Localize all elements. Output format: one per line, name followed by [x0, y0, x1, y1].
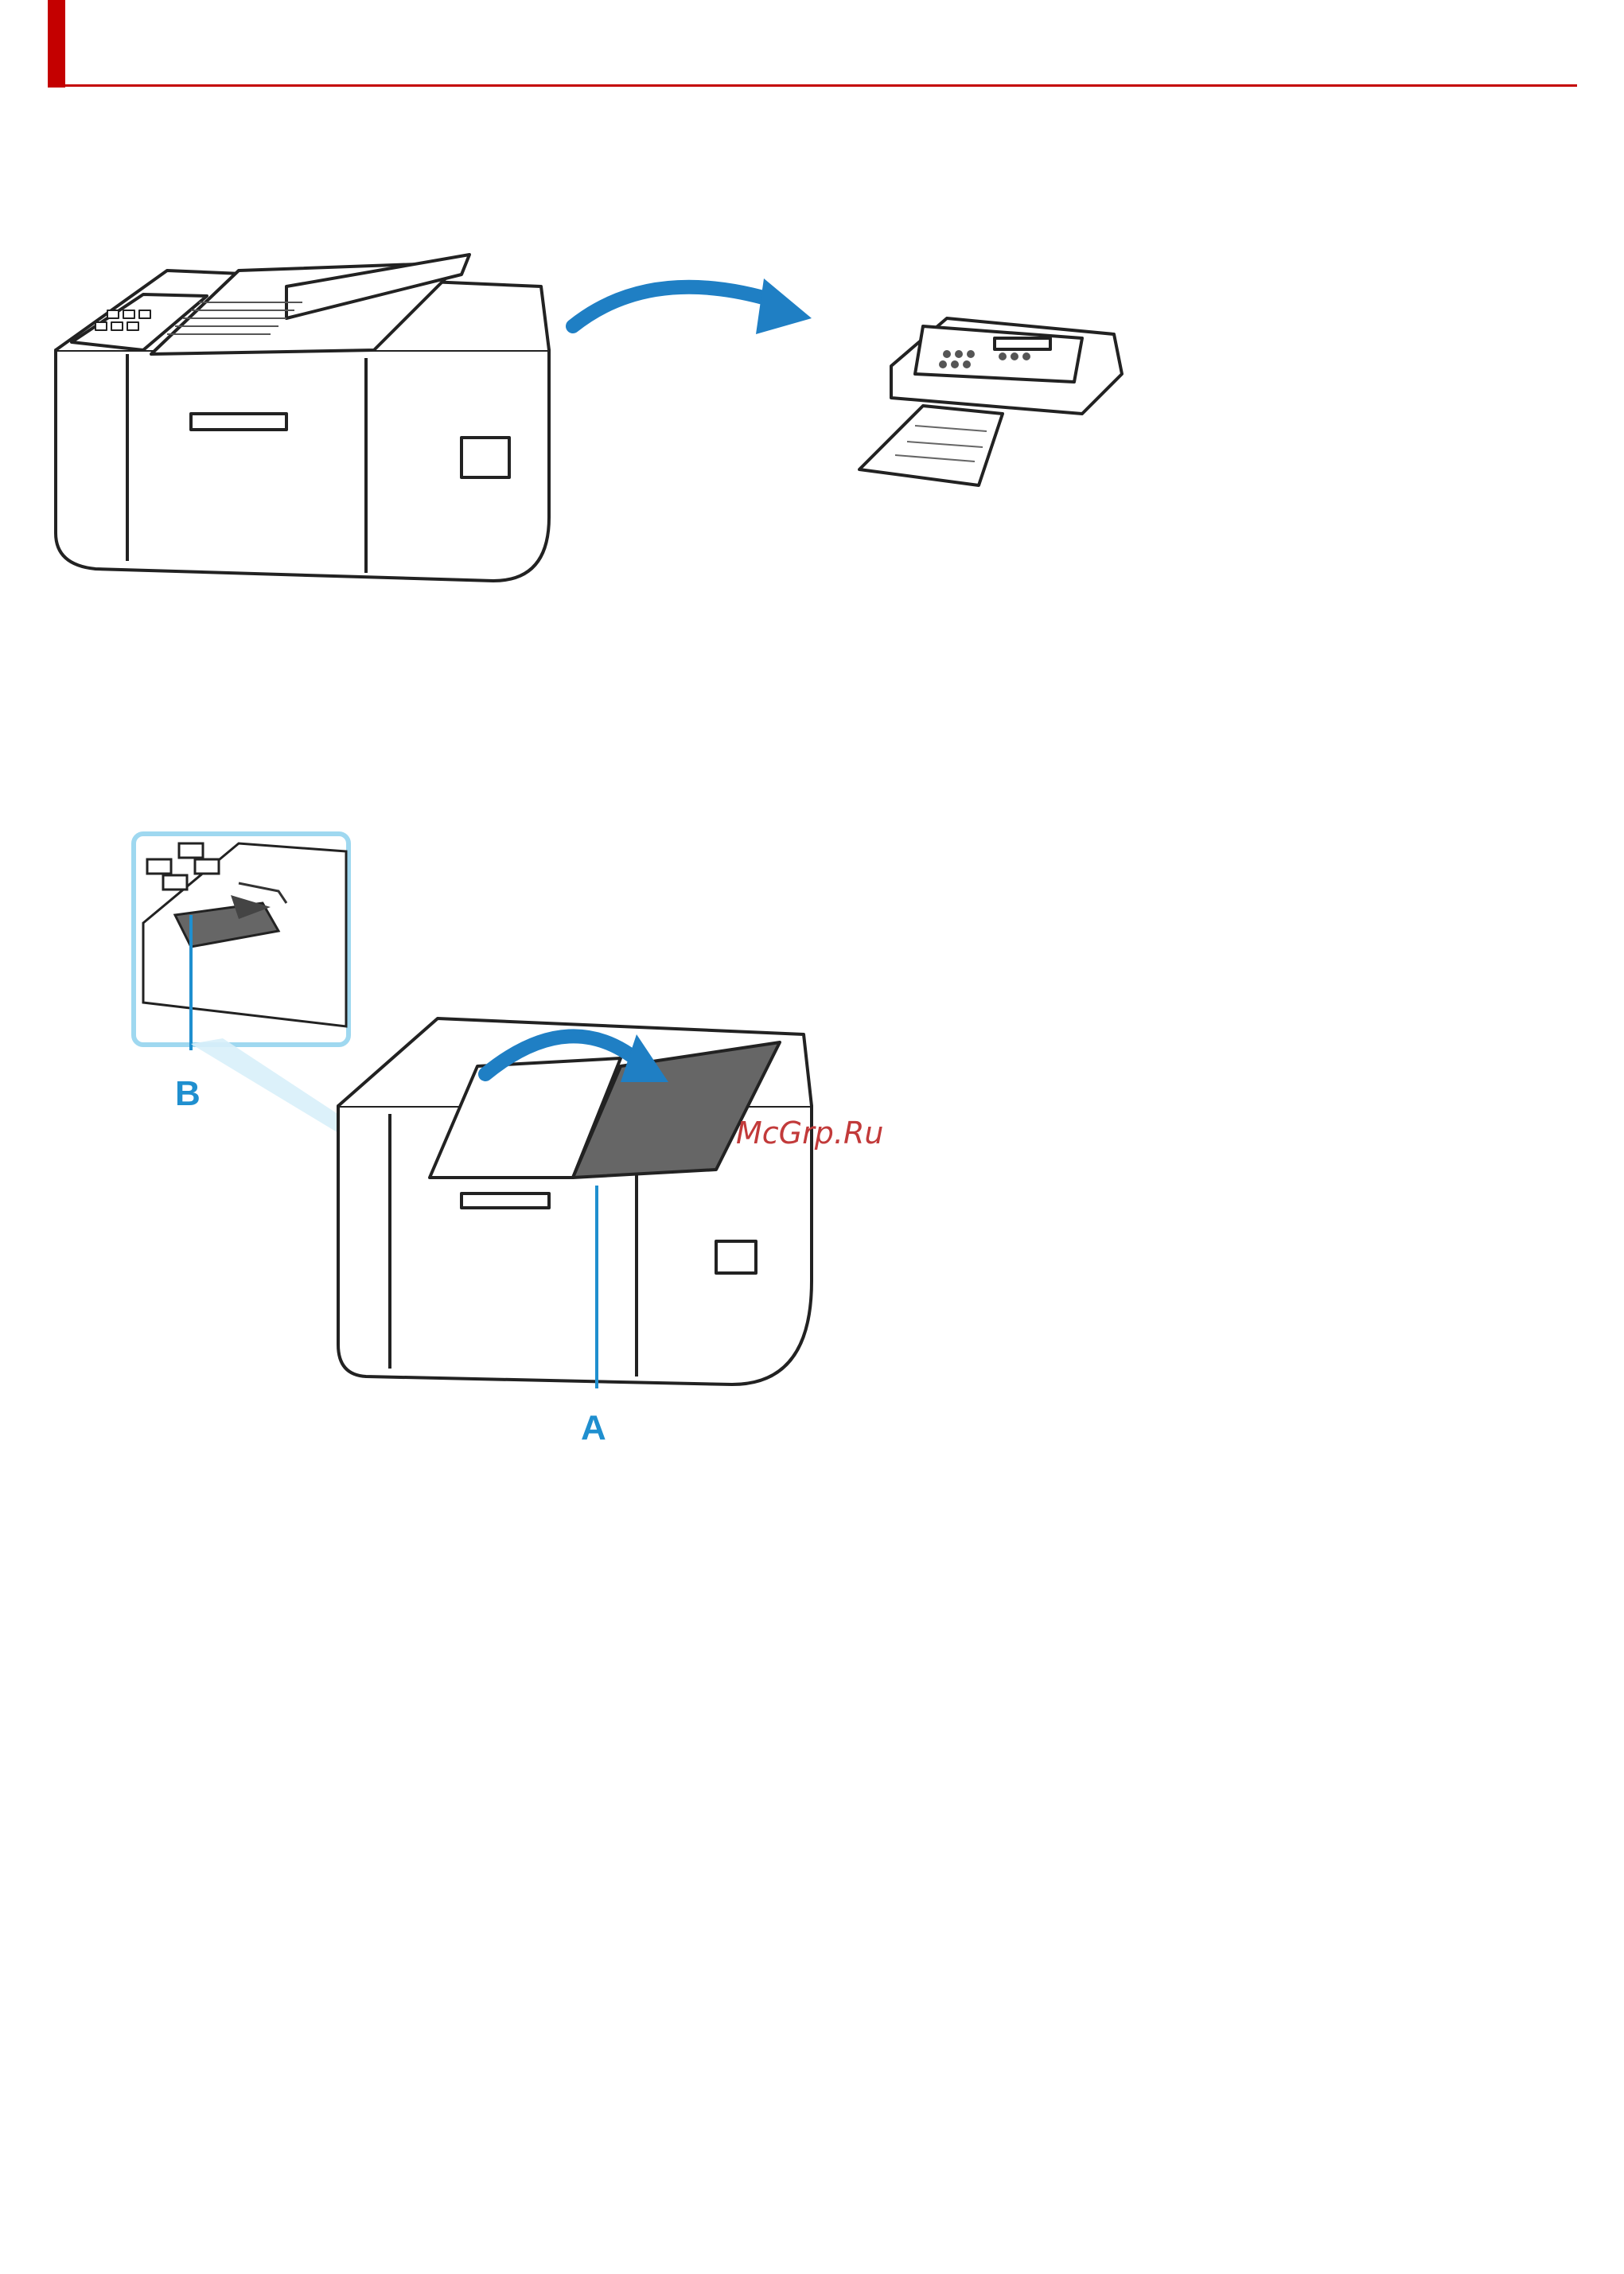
callout-label-a: A	[581, 1408, 606, 1448]
printer-icon	[338, 1018, 812, 1384]
fax-machine-icon	[859, 318, 1122, 485]
page-header	[0, 0, 1624, 95]
header-accent-bar	[48, 0, 65, 88]
header-rule	[48, 84, 1577, 87]
printer-icon	[56, 255, 549, 581]
watermark-text: McGrp.Ru	[736, 1116, 883, 1151]
callout-label-b: B	[175, 1074, 201, 1114]
printer-to-fax-illustration	[48, 247, 1130, 589]
magnified-inset	[134, 834, 349, 1050]
arrow-right-icon	[573, 278, 812, 334]
